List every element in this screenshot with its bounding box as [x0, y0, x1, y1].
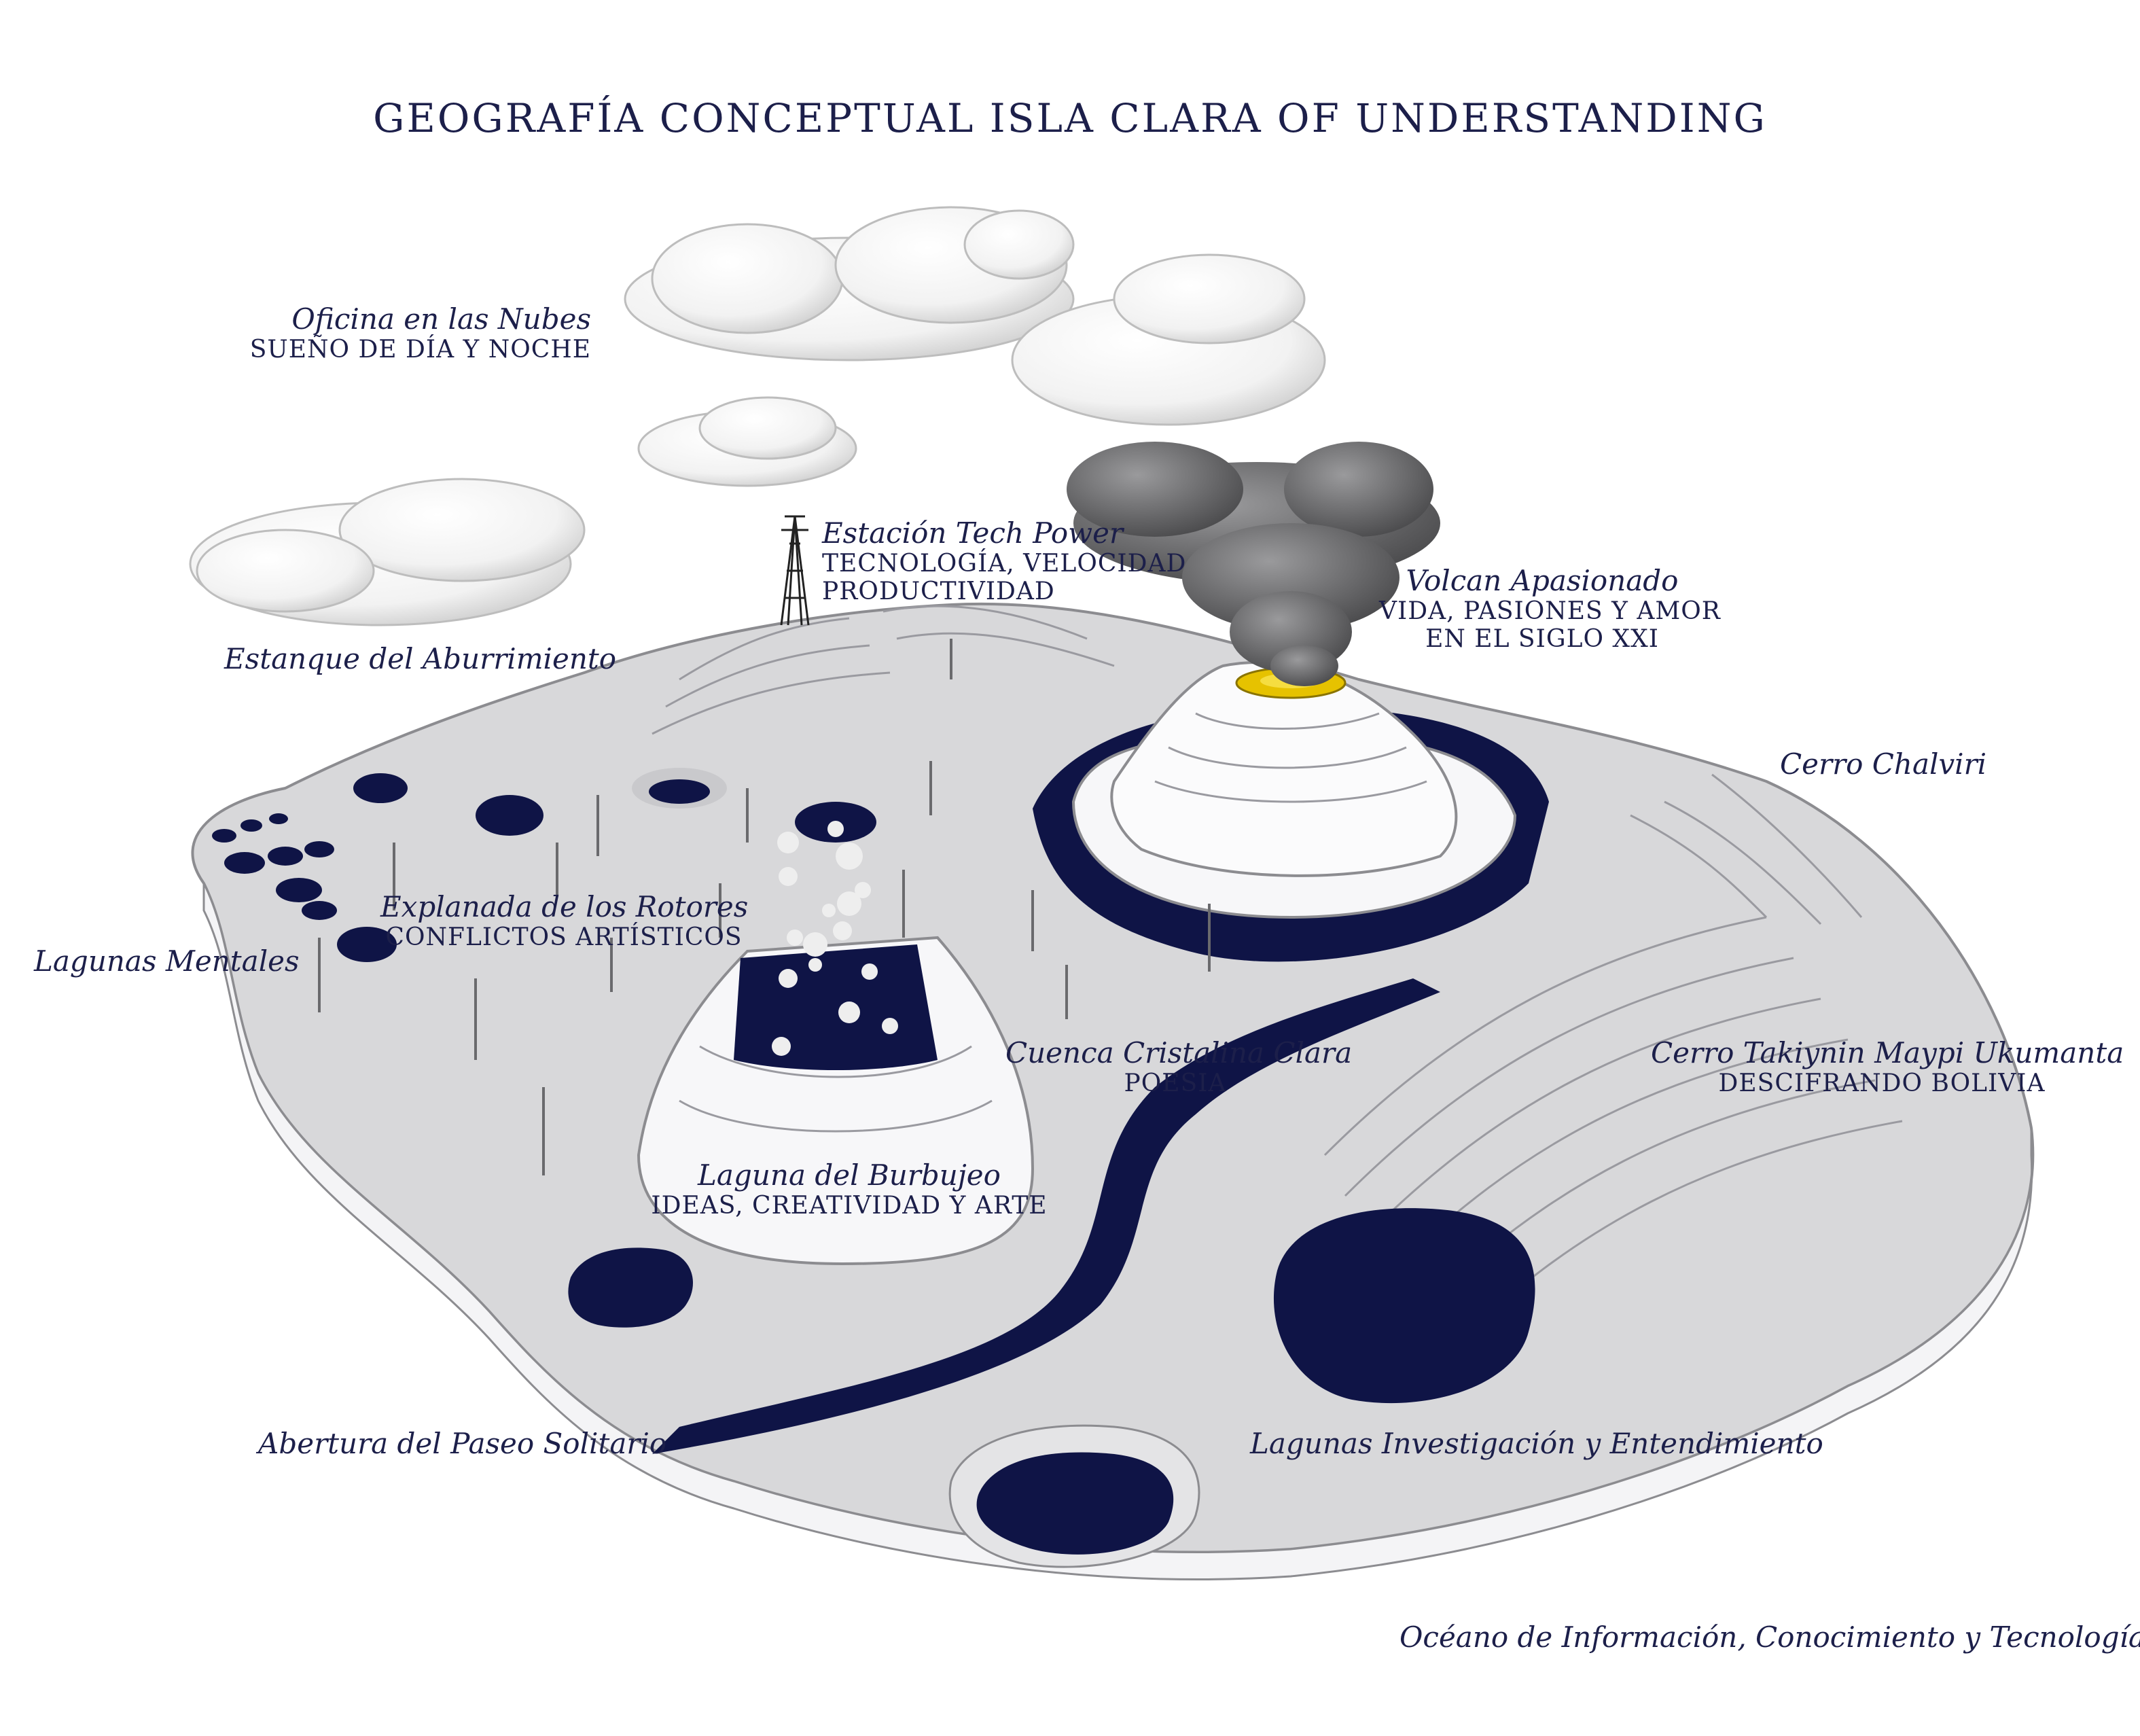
tech-power-tower	[780, 515, 810, 626]
label-investigacion: Lagunas Investigación y Entendimiento	[1250, 1427, 1823, 1460]
label-explanada: Explanada de los Rotores CONFLICTOS ARTÍ…	[380, 890, 749, 951]
lagunas-mentales-ponds	[212, 768, 876, 962]
lagunas-investigacion	[568, 1208, 1535, 1568]
label-takiynin: Cerro Takiynin Maypi Ukumanta DESCIFRAND…	[1651, 1036, 2124, 1097]
label-chalviri: Cerro Chalviri	[1780, 747, 1986, 781]
place-subtitle: POESIA	[1124, 1069, 1227, 1097]
tech-hill-terraces	[652, 605, 1115, 735]
place-name: Estación Tech Power	[822, 516, 1124, 550]
label-abertura: Abertura del Paseo Solitario	[258, 1427, 666, 1460]
label-oceano: Océano de Información, Conocimiento y Te…	[1399, 1620, 2140, 1654]
place-subtitle: DESCIFRANDO BOLIVIA	[1718, 1069, 2046, 1097]
place-subtitle: CONFLICTOS ARTÍSTICOS	[385, 923, 743, 951]
label-oficina: Oficina en las Nubes SUEÑO DE DÍA Y NOCH…	[224, 302, 591, 364]
place-name: Laguna del Burbujeo	[698, 1158, 1001, 1192]
wind-turbines	[318, 639, 1211, 1175]
label-volcan: Volcan Apasionado VIDA, PASIONES Y AMOR …	[1379, 564, 1721, 653]
volcan-apasionado	[1033, 660, 1549, 962]
place-name: Estanque del Aburrimiento	[224, 642, 617, 675]
place-name: Océano de Información, Conocimiento y Te…	[1399, 1620, 2140, 1654]
place-subtitle-2: EN EL SIGLO XXI	[1425, 625, 1659, 653]
place-subtitle: VIDA, PASIONES Y AMOR	[1379, 597, 1721, 625]
volcano-smoke	[1067, 442, 1440, 686]
label-cuenca: Cuenca Cristalina Clara POESIA	[1005, 1036, 1353, 1097]
laguna-del-burbujeo-hill	[637, 821, 1035, 1266]
place-subtitle: IDEAS, CREATIVIDAD Y ARTE	[651, 1192, 1048, 1220]
place-name: Cerro Takiynin Maypi Ukumanta	[1651, 1036, 2124, 1069]
place-subtitle: TECNOLOGÍA, VELOCIDAD	[822, 550, 1187, 578]
place-name: Lagunas Mentales	[34, 944, 300, 978]
place-subtitle-2: PRODUCTIVIDAD	[822, 578, 1055, 605]
map-title: GEOGRAFÍA CONCEPTUAL ISLA CLARA OF UNDER…	[373, 95, 1767, 141]
place-name: Lagunas Investigación y Entendimiento	[1250, 1427, 1823, 1460]
label-estacion: Estación Tech Power TECNOLOGÍA, VELOCIDA…	[822, 516, 1186, 605]
place-subtitle: SUEÑO DE DÍA Y NOCHE	[249, 336, 591, 364]
label-lagunas-mentales: Lagunas Mentales	[34, 944, 300, 978]
place-name: Volcan Apasionado	[1406, 564, 1679, 597]
place-name: Cerro Chalviri	[1780, 747, 1987, 781]
place-name: Cuenca Cristalina Clara	[1005, 1036, 1353, 1069]
place-name: Explanada de los Rotores	[380, 890, 749, 923]
place-name: Oficina en las Nubes	[291, 302, 591, 336]
white-clouds	[189, 206, 1326, 626]
label-burbujeo: Laguna del Burbujeo IDEAS, CREATIVIDAD Y…	[639, 1158, 1060, 1220]
place-name: Abertura del Paseo Solitario	[258, 1427, 667, 1460]
label-estanque: Estanque del Aburrimiento	[224, 642, 616, 675]
